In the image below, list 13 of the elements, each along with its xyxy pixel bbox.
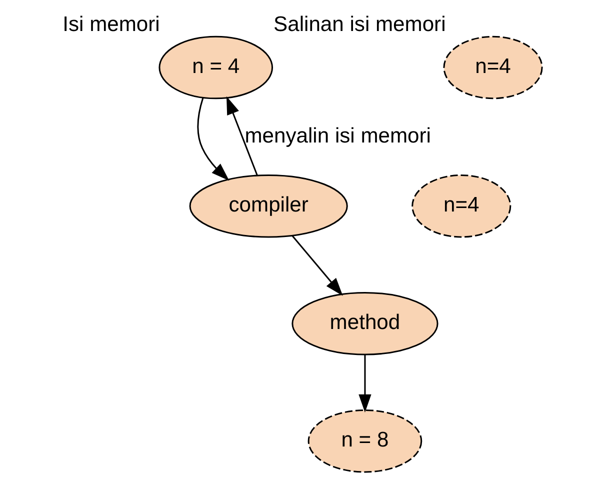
node-ellipse: n = 8: [308, 409, 422, 473]
node-ellipse: n=4: [412, 174, 512, 238]
arrow: [226, 96, 258, 176]
node-label: Isi memori: [62, 12, 160, 36]
edge-label: menyalin isi memori: [244, 124, 431, 148]
node-ellipse: n = 4: [158, 36, 274, 100]
arrow: [197, 98, 230, 181]
arrow: [292, 235, 343, 296]
node-ellipse: compiler: [189, 174, 348, 238]
node-ellipse: method: [292, 292, 438, 356]
node-label: Salinan isi memori: [274, 12, 446, 36]
arrow: [358, 354, 372, 412]
node-ellipse: n=4: [443, 36, 543, 100]
